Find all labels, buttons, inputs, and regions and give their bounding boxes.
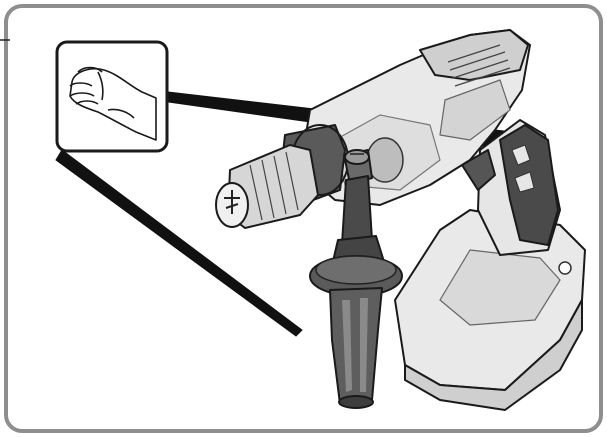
hand-grip-inset: [57, 42, 167, 151]
